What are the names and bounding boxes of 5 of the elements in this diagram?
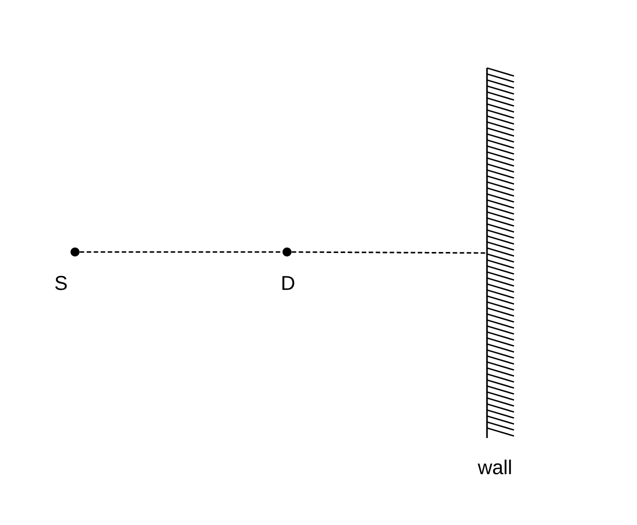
dashed-line bbox=[80, 251, 282, 253]
node-label: D bbox=[282, 276, 294, 290]
node-label: S bbox=[55, 276, 67, 290]
wall-drawing: wall bbox=[478, 67, 514, 474]
dashed-line bbox=[292, 251, 487, 254]
